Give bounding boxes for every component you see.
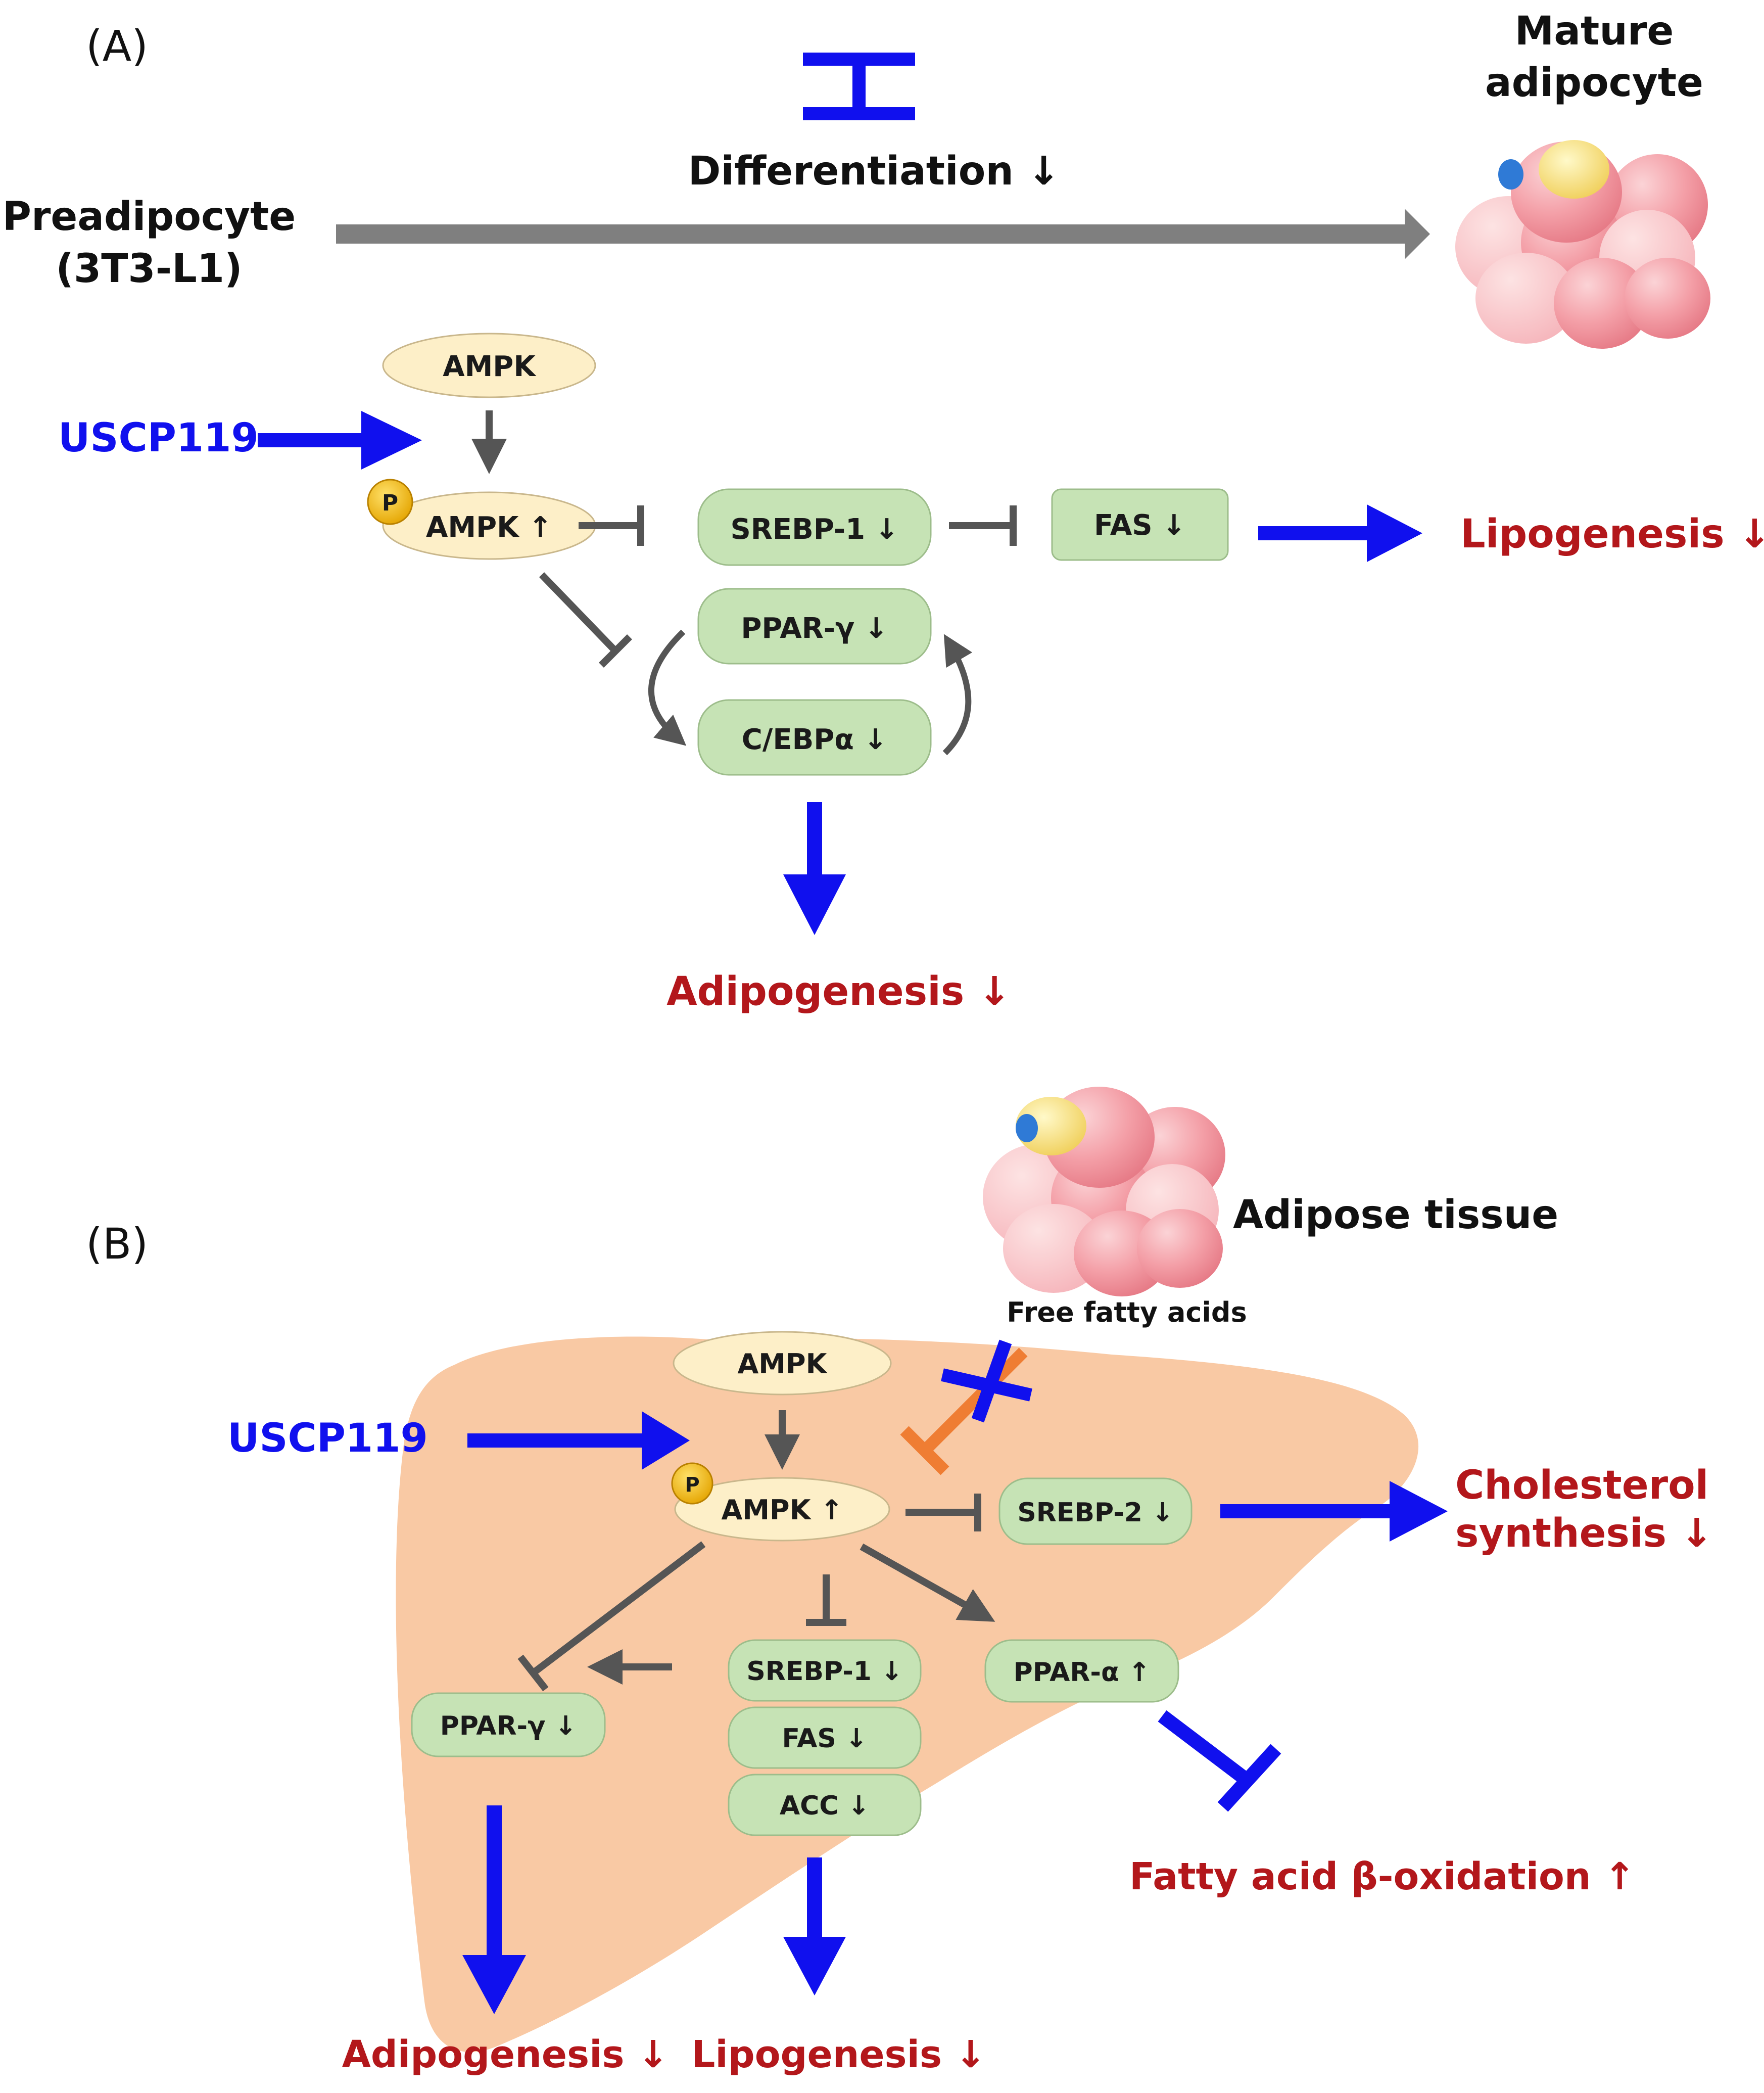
a-fas-node (1051, 488, 1229, 561)
adipose-tissue-cluster-icon (983, 1087, 1225, 1296)
ffa-inhibition-icon (900, 1347, 1028, 1475)
a-pparg-text: PPAR-γ ↓ (741, 612, 888, 645)
differentiation-inhibition-bar (803, 107, 915, 120)
a-uscp119-label: USCP119 (58, 415, 259, 461)
b-fas-node (728, 1706, 922, 1769)
a-ampk-node (382, 333, 596, 398)
b-activate-ppara (860, 1543, 995, 1622)
a-adipogenesis-label: Adipogenesis ↓ (666, 969, 1011, 1014)
a-cycle-right-arrow (942, 634, 973, 756)
b-cholesterol-arrow-icon (1220, 1481, 1448, 1542)
b-inhibit-pparg (517, 1541, 706, 1692)
b-adipogenesis-label: Adipogenesis ↓ (342, 2033, 669, 2076)
differentiation-inhibition-stem (852, 53, 866, 116)
differentiation-label: Differentiation ↓ (688, 149, 1061, 194)
b-inhibit-srebp2 (905, 1494, 981, 1531)
free-fatty-acids-label: Free fatty acids (1007, 1296, 1247, 1328)
b-lipogenesis-label: Lipogenesis ↓ (691, 2033, 986, 2076)
cell-line-label: (3T3-L1) (56, 246, 242, 292)
b-acc-text: ACC ↓ (780, 1791, 870, 1821)
b-pparg-text: PPAR-γ ↓ (440, 1711, 577, 1741)
b-srebp2-text: SREBP-2 ↓ (1017, 1498, 1173, 1528)
a-srebp1-text: SREBP-1 ↓ (730, 513, 898, 546)
a-lipogenesis-arrow-icon (1258, 504, 1422, 562)
a-adipogenesis-arrow-icon (783, 802, 846, 935)
b-cholesterol-label-1: Cholesterol (1455, 1463, 1708, 1508)
a-cebpa-node (697, 699, 932, 776)
b-fas-text: FAS ↓ (782, 1724, 868, 1754)
adipose-tissue-label: Adipose tissue (1233, 1192, 1558, 1238)
a-phospho-icon (367, 479, 413, 525)
a-uscp119-arrow-icon (258, 411, 422, 470)
differentiation-arrow-icon (336, 209, 1430, 259)
b-lipogenesis-arrow-icon (783, 1857, 846, 1995)
mature-adipocyte-label-2: adipocyte (1485, 60, 1703, 106)
b-pparg-node (411, 1692, 606, 1757)
a-inhibit-pparg (539, 572, 632, 668)
b-adipogenesis-arrow-icon (462, 1805, 526, 2014)
b-ppara-text: PPAR-α ↑ (1014, 1657, 1151, 1688)
a-cycle-left-arrow (648, 629, 687, 746)
b-uscp119-label: USCP119 (227, 1416, 428, 1461)
b-cholesterol-label-2: synthesis ↓ (1455, 1511, 1713, 1556)
ffa-blocked-cross-icon (941, 1339, 1032, 1423)
mature-adipocyte-cluster-icon (1455, 140, 1710, 349)
b-p-ampk-text: AMPK ↑ (722, 1494, 843, 1526)
b-inhibit-srebp1 (806, 1574, 846, 1626)
a-ampk-text: AMPK (443, 350, 537, 383)
b-phospho-text: P (685, 1473, 699, 1497)
a-p-ampk-text: AMPK ↑ (426, 511, 552, 544)
b-srebp1-node (728, 1639, 922, 1702)
a-inhibit-srebp1 (579, 505, 644, 546)
b-srebp1-text: SREBP-1 ↓ (746, 1656, 902, 1687)
b-ppara-node (984, 1639, 1179, 1703)
a-srebp1-node (697, 488, 932, 566)
panel-b-label: (B) (86, 1219, 148, 1269)
a-fas-text: FAS ↓ (1094, 509, 1186, 542)
b-p-ampk-node (674, 1477, 890, 1542)
b-acc-node (728, 1774, 922, 1836)
a-inhibit-fas (949, 505, 1017, 546)
a-pparg-node (697, 588, 932, 665)
a-cebpa-text: C/EBPα ↓ (742, 723, 887, 756)
b-phospho-icon (671, 1462, 713, 1505)
b-srebp2-node (998, 1477, 1193, 1545)
mature-adipocyte-label-1: Mature (1515, 9, 1674, 54)
preadipocyte-label: Preadipocyte (3, 194, 296, 240)
b-ampk-node (673, 1331, 892, 1396)
b-fao-label: Fatty acid β-oxidation ↑ (1129, 1855, 1635, 1898)
b-uscp119-arrow-icon (467, 1411, 690, 1470)
panel-a-label: (A) (86, 21, 148, 71)
a-phospho-text: P (382, 490, 398, 516)
b-ampk-text: AMPK (738, 1348, 828, 1380)
a-lipogenesis-label: Lipogenesis ↓ (1460, 511, 1764, 557)
b-ppara-blue-inhibition-icon (1158, 1710, 1281, 1812)
